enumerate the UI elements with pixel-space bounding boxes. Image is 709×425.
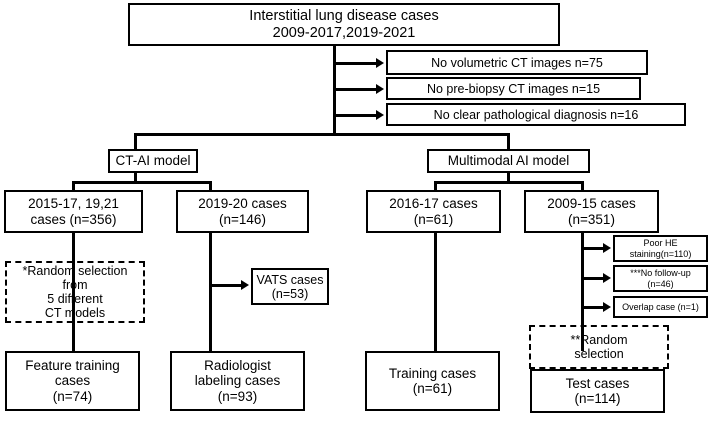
connector-2019-20-down — [209, 233, 212, 351]
connector-drop-multimodal-model — [507, 133, 510, 149]
connector-ct-model-stem — [134, 173, 137, 184]
connector-multimodal-model-stem — [507, 173, 510, 184]
connector-overlap-branch — [584, 306, 606, 309]
node-test-cases: Test cases (n=114) — [530, 369, 665, 413]
node-random-selection-multimodal: **Random selection — [529, 325, 669, 369]
connector-drop-ct-model — [134, 133, 137, 149]
connector-exclusion-3 — [336, 114, 379, 117]
connector-drop-2019-20 — [209, 181, 212, 191]
node-cohort-2009-15: 2009-15 cases (n=351) — [524, 190, 659, 233]
connector-ct-split-bar — [72, 181, 212, 184]
arrowhead-overlap — [603, 302, 611, 312]
connector-drop-2015-17 — [72, 181, 75, 191]
node-exclusion-no-follow-up: ***No follow-up (n=46) — [613, 265, 708, 292]
node-exclusion-overlap-case: Overlap case (n=1) — [613, 296, 708, 318]
arrowhead-vats — [241, 280, 249, 290]
arrowhead-no-followup — [603, 273, 611, 283]
connector-exclusion-2 — [336, 88, 379, 91]
connector-exclusion-1 — [336, 62, 379, 65]
node-random-selection-ct-models: *Random selection from 5 different CT mo… — [5, 261, 145, 323]
node-exclusion-no-clear-pathological-diagnosis: No clear pathological diagnosis n=16 — [386, 103, 686, 126]
connector-model-split-bar — [134, 133, 510, 136]
connector-2016-17-to-training — [434, 233, 437, 351]
connector-multimodal-split-bar — [434, 181, 584, 184]
node-multimodal-ai-model: Multimodal AI model — [427, 149, 590, 173]
arrowhead-exclusion-2 — [376, 84, 384, 94]
node-root: Interstitial lung disease cases 2009-201… — [128, 3, 560, 46]
node-vats-cases: VATS cases (n=53) — [251, 268, 329, 305]
connector-2009-15-down — [581, 233, 584, 351]
node-feature-training-cases: Feature training cases (n=74) — [5, 351, 140, 411]
node-exclusion-poor-he-staining: Poor HE staining(n=110) — [613, 235, 708, 262]
connector-root-trunk — [333, 46, 336, 134]
node-training-cases: Training cases (n=61) — [365, 351, 500, 411]
node-cohort-2019-20: 2019-20 cases (n=146) — [176, 190, 309, 233]
node-radiologist-labeling-cases: Radiologist labeling cases (n=93) — [170, 351, 305, 411]
node-exclusion-no-pre-biopsy-ct: No pre-biopsy CT images n=15 — [386, 77, 641, 100]
arrowhead-exclusion-1 — [376, 58, 384, 68]
connector-poor-he-branch — [584, 247, 606, 250]
node-cohort-2016-17: 2016-17 cases (n=61) — [366, 190, 501, 233]
connector-drop-2016-17 — [434, 181, 437, 191]
connector-no-followup-branch — [584, 277, 606, 280]
connector-drop-2009-15 — [581, 181, 584, 191]
arrowhead-poor-he — [603, 243, 611, 253]
connector-vats-branch — [212, 284, 244, 287]
arrowhead-exclusion-3 — [376, 110, 384, 120]
node-cohort-2015-17: 2015-17, 19,21 cases (n=356) — [4, 190, 143, 233]
node-ct-ai-model: CT-AI model — [108, 149, 198, 173]
connector-2015-17-to-random — [72, 233, 75, 351]
node-exclusion-no-volumetric-ct: No volumetric CT images n=75 — [386, 50, 648, 75]
